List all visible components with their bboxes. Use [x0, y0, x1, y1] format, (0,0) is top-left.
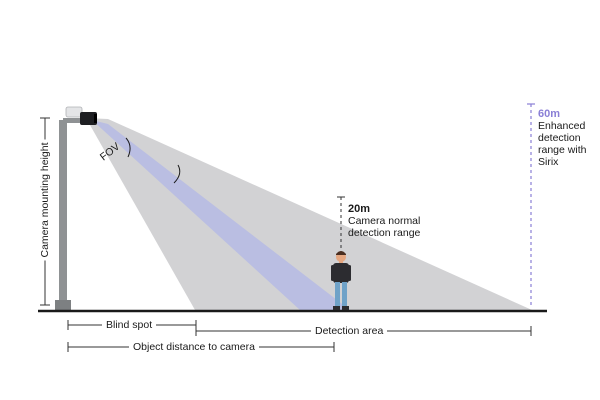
normal-range-value: 20m — [348, 203, 371, 215]
normal-range-text-line-2: detection range — [348, 227, 421, 239]
camera-pole — [55, 118, 83, 310]
enhanced-range-text-line-3: range with — [538, 144, 587, 156]
fov-arc-middle — [173, 164, 181, 184]
detection-area-label: Detection area — [311, 325, 388, 337]
enhanced-range-value: 60m — [538, 108, 561, 120]
normal-range-label: 20m Camera normal detection range — [348, 203, 420, 239]
object-distance-label: Object distance to camera — [129, 341, 259, 353]
enhanced-range-text-line-2: detection — [538, 132, 581, 144]
person-icon — [331, 251, 351, 310]
blind-spot-label: Blind spot — [102, 319, 157, 331]
enhanced-range-text-line-1: Enhanced — [538, 120, 586, 132]
normal-detection-beam — [92, 120, 350, 310]
field-of-view-beam — [86, 118, 532, 310]
camera-icon — [65, 106, 97, 125]
mounting-height-label: Camera mounting height — [39, 139, 51, 261]
enhanced-range-text-line-4: Sirix — [538, 156, 559, 168]
fov-arc-top — [125, 137, 131, 158]
enhanced-range-label: 60m Enhanced detection range with Sirix — [538, 108, 586, 168]
normal-range-text-line-1: Camera normal — [348, 215, 421, 227]
